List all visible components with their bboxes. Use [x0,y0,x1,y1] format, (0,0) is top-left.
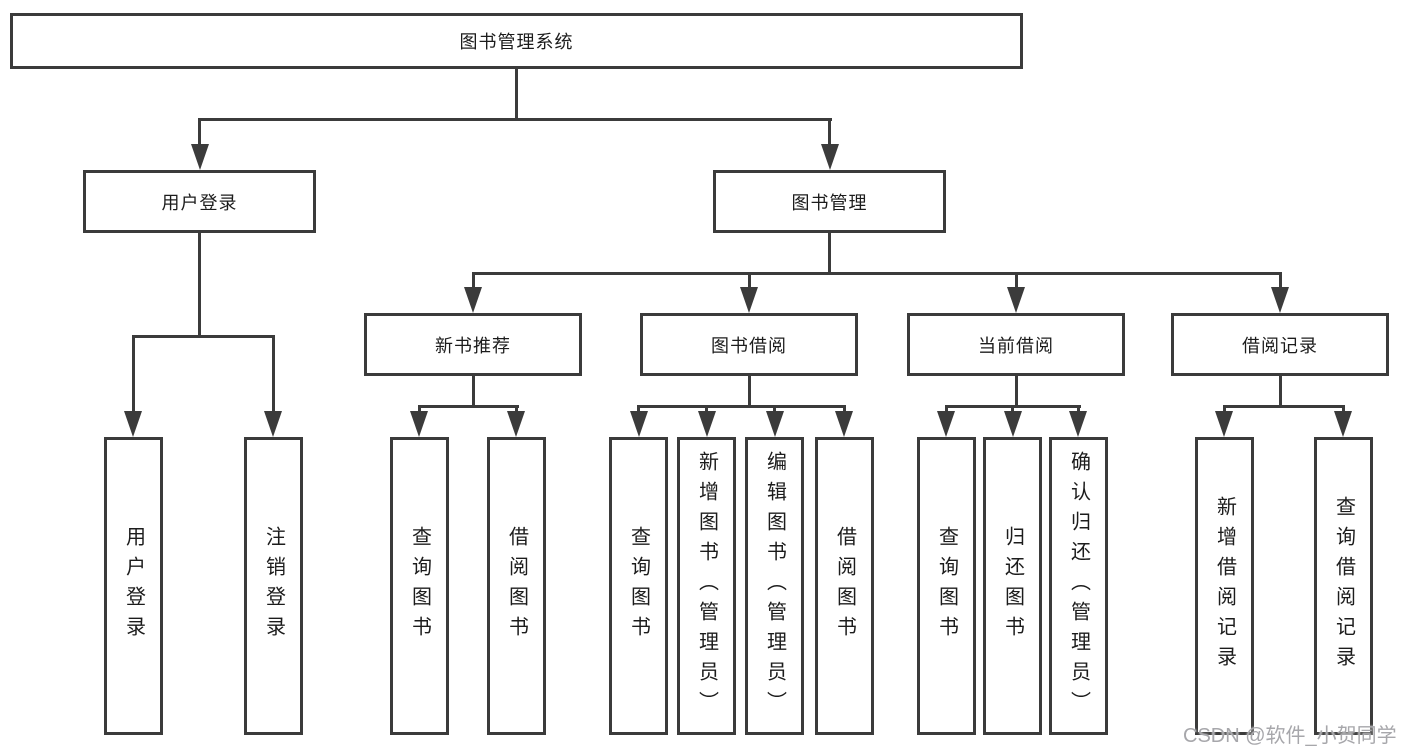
arrowhead [124,411,142,437]
leaf-current-return-books: 归还图书 [983,437,1042,735]
connector-line [828,118,831,148]
connector-line [131,335,135,413]
arrowhead [937,411,955,437]
node-label: 新书推荐 [435,335,511,356]
arrowhead [1271,287,1289,313]
connector-line [1341,405,1345,414]
arrowhead [1007,287,1025,313]
node-book-management: 图书管理 [713,170,946,233]
connector-line [471,272,1282,275]
node-label: 确认归还（管理员） [1067,451,1090,721]
leaf-borrow-query-books: 查询图书 [609,437,668,735]
node-library-management-system: 图书管理系统 [10,13,1023,69]
arrowhead [1003,411,1022,437]
connector-line [1278,376,1282,408]
node-label: 查询图书 [408,526,431,646]
leaf-borrow-borrow-books: 借阅图书 [815,437,874,735]
node-label: 编辑图书（管理员） [763,451,786,721]
connector-line [944,405,948,414]
leaf-recommend-query-books: 查询图书 [390,437,449,735]
leaf-current-confirm-return-admin: 确认归还（管理员） [1049,437,1108,735]
connector-line [842,405,846,414]
connector-line [131,335,275,338]
connector-line [1014,376,1018,408]
node-label: 用户登录 [161,192,238,213]
arrowhead [264,411,282,437]
arrowhead [697,411,716,437]
node-borrowing-records: 借阅记录 [1171,313,1389,376]
connector-line [271,335,275,413]
leaf-user-login: 用户登录 [104,437,163,735]
connector-line [198,118,201,148]
watermark: CSDN @软件_小贺同学 [1183,725,1397,747]
node-label: 查询图书 [935,526,958,646]
connector-line [198,118,832,121]
connector-line [1222,405,1226,414]
arrowhead [1334,411,1352,437]
arrowhead [190,144,209,170]
connector-line [773,405,776,414]
leaf-records-add-borrow-record: 新增借阅记录 [1195,437,1254,735]
connector-line [515,69,518,121]
leaf-logout-login: 注销登录 [244,437,303,735]
arrowhead [740,287,758,313]
node-label: 图书管理 [791,192,868,213]
connector-line [417,405,519,408]
node-label: 新增图书（管理员） [695,451,718,721]
arrowhead [464,287,482,313]
connector-line [637,405,846,408]
leaf-records-query-borrow-record: 查询借阅记录 [1314,437,1373,735]
node-label: 图书管理系统 [459,32,574,52]
connector-line [828,233,831,275]
node-label: 借阅图书 [833,526,856,646]
node-current-borrowing: 当前借阅 [907,313,1125,376]
arrowhead [1069,411,1087,437]
connector-line [747,376,751,408]
leaf-borrow-edit-books-admin: 编辑图书（管理员） [745,437,804,735]
arrowhead [765,411,784,437]
node-label: 当前借阅 [978,335,1054,356]
node-label: 新增借阅记录 [1213,496,1236,676]
node-label: 用户登录 [122,526,145,646]
connector-line [1011,405,1014,414]
connector-line [198,233,201,338]
leaf-borrow-add-books-admin: 新增图书（管理员） [677,437,736,735]
connector-line [514,405,518,414]
node-new-book-recommendation: 新书推荐 [364,313,582,376]
connector-line [471,376,475,408]
arrowhead [410,411,428,437]
node-label: 借阅图书 [505,526,528,646]
connector-line [637,405,640,414]
leaf-current-query-books: 查询图书 [917,437,976,735]
node-label: 归还图书 [1001,526,1024,646]
arrowhead [507,411,525,437]
connector-line [417,405,421,414]
connector-line [471,272,475,291]
node-book-borrowing: 图书借阅 [640,313,858,376]
arrowhead [1215,411,1233,437]
connector-line [1014,272,1018,291]
connector-line [1076,405,1080,414]
connector-line [747,272,751,291]
connector-line [1222,405,1345,408]
node-label: 图书借阅 [711,335,787,356]
connector-line [705,405,708,414]
node-user-login: 用户登录 [83,170,316,233]
connector-line [1278,272,1282,291]
arrowhead [835,411,853,437]
node-label: 借阅记录 [1242,335,1318,356]
node-label: 查询借阅记录 [1332,496,1355,676]
node-label: 查询图书 [627,526,650,646]
leaf-recommend-borrow-books: 借阅图书 [487,437,546,735]
arrowhead [820,144,839,170]
node-label: 注销登录 [262,526,285,646]
arrowhead [629,411,648,437]
